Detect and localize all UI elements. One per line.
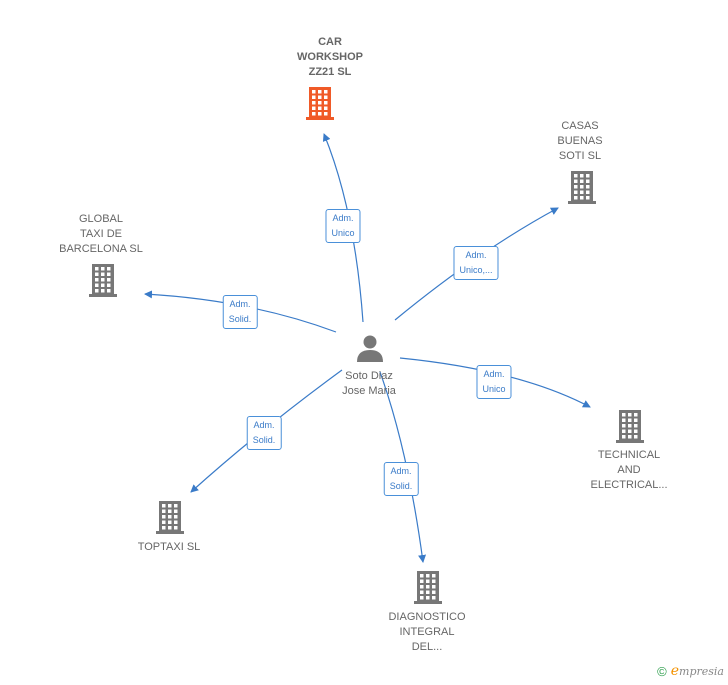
company-name-technical[interactable]: TECHNICAL AND ELECTRICAL... (590, 449, 668, 491)
person-icon[interactable] (355, 333, 385, 363)
building-icon-technical[interactable] (614, 409, 646, 443)
relation-label-diagnostico: Adm. Solid. (383, 462, 419, 496)
building-icon-casas-buenas[interactable] (566, 170, 598, 204)
relation-label-technical: Adm. Unico (476, 365, 512, 399)
edge-diagnostico (379, 371, 427, 563)
company-name-casas-buenas[interactable]: CASAS BUENAS SOTI SL (557, 120, 603, 162)
building-icon-car-workshop[interactable] (304, 86, 336, 120)
copyright-icon: © (657, 663, 667, 679)
person-name[interactable]: Soto Diaz Jose Maria (342, 370, 396, 397)
brand-logo: empresia (670, 663, 724, 679)
relation-label-car-workshop: Adm. Unico (325, 209, 361, 243)
copyright-brand: © empresia (657, 663, 724, 679)
company-name-toptaxi[interactable]: TOPTAXI SL (137, 541, 201, 553)
company-name-car-workshop[interactable]: CAR WORKSHOP ZZ21 SL (297, 36, 363, 78)
company-name-global-taxi[interactable]: GLOBAL TAXI DE BARCELONA SL (59, 213, 143, 255)
building-icon-global-taxi[interactable] (87, 263, 119, 297)
relation-label-global-taxi: Adm. Solid. (222, 295, 258, 329)
relation-label-toptaxi: Adm. Solid. (246, 416, 282, 450)
building-icon-toptaxi[interactable] (154, 500, 186, 534)
company-name-diagnostico[interactable]: DIAGNOSTICO INTEGRAL DEL... (388, 611, 466, 653)
building-icon-diagnostico[interactable] (412, 570, 444, 604)
relation-label-casas-buenas: Adm. Unico,... (453, 246, 499, 280)
